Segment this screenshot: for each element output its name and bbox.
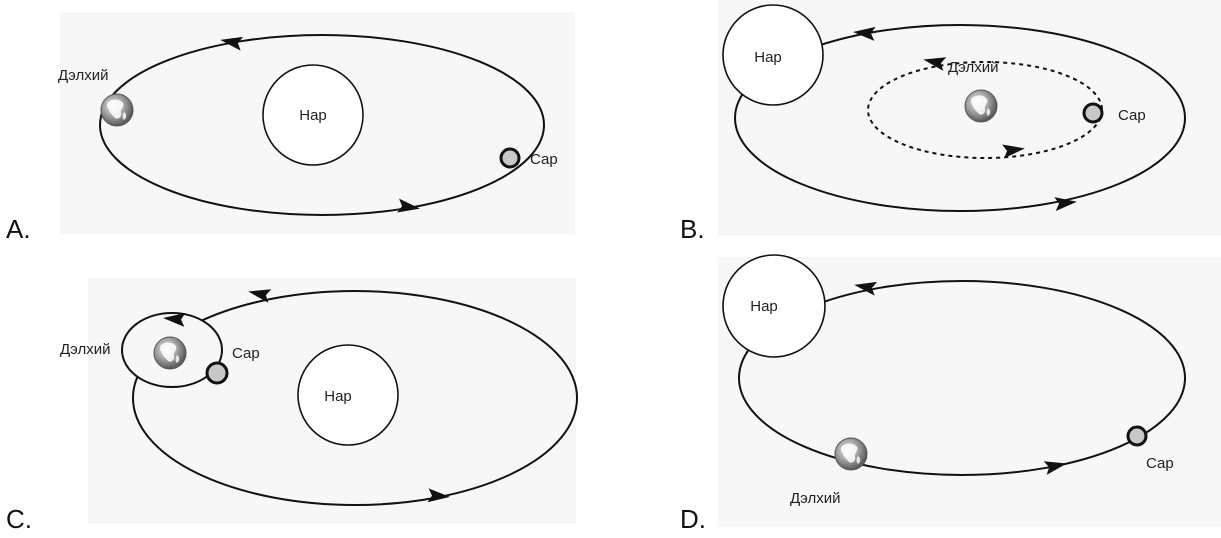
moon	[205, 361, 229, 385]
moon-label: Сар	[1118, 107, 1146, 124]
earth-globe-icon	[100, 93, 134, 127]
option-c-panel: Нар Дэлхий Сар C.	[6, 278, 578, 534]
option-d-panel: Нар Дэлхий Сар D.	[680, 254, 1221, 534]
option-d-letter: D.	[680, 504, 706, 533]
sun-label: Нар	[299, 107, 327, 124]
sun	[722, 254, 826, 358]
earth-label: Дэлхий	[60, 341, 111, 358]
option-b-panel: Нар Дэлхий Сар B.	[680, 0, 1221, 244]
option-a-panel: Нар Дэлхий Сар A.	[6, 12, 575, 244]
moon	[1082, 102, 1104, 124]
earth-label: Дэлхий	[790, 490, 841, 507]
sun-label: Нар	[754, 49, 782, 66]
earth-globe-icon	[153, 336, 187, 370]
sun	[262, 64, 364, 166]
earth-globe-icon	[964, 89, 998, 123]
sun-label: Нар	[324, 388, 352, 405]
moon-label: Сар	[530, 151, 558, 168]
option-a-letter: A.	[6, 214, 31, 244]
option-c-letter: C.	[6, 504, 32, 533]
sun	[297, 344, 399, 446]
moon	[1126, 425, 1148, 447]
sun-label: Нар	[750, 298, 778, 315]
moon-label: Сар	[232, 345, 260, 362]
earth-orbit	[132, 290, 578, 506]
moon	[499, 147, 521, 169]
earth-label: Дэлхий	[58, 67, 109, 84]
earth-orbit	[738, 280, 1186, 476]
option-b-letter: B.	[680, 214, 705, 244]
sun-orbit	[734, 24, 1186, 212]
earth-globe-icon	[834, 437, 868, 471]
moon-label: Сар	[1146, 455, 1174, 472]
sun	[722, 4, 824, 106]
earth-label: Дэлхий	[948, 59, 999, 76]
earth-orbit	[99, 34, 545, 216]
